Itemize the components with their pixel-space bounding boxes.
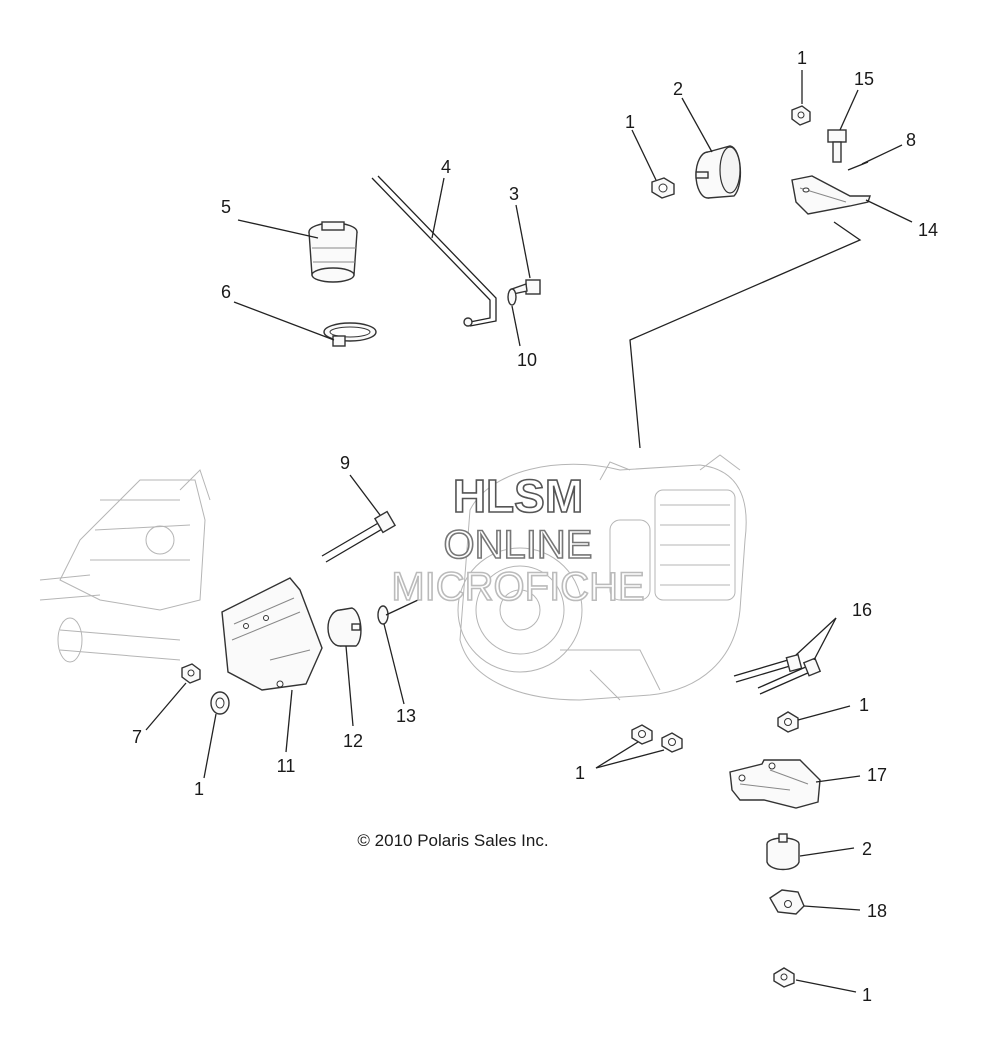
bracket-part-11 [221, 577, 323, 691]
callout-label: 3 [509, 184, 519, 204]
nut-part [210, 691, 230, 715]
frame-illustration [39, 469, 211, 663]
watermark-line-3: MICROFICHE [391, 565, 644, 609]
nut-part [777, 711, 799, 733]
nut-part [631, 724, 653, 745]
callout-label: 5 [221, 197, 231, 217]
connector-line [629, 221, 862, 449]
bolts-part-16 [733, 653, 822, 695]
callout-label: 18 [867, 901, 887, 921]
callout-label: 1 [797, 48, 807, 68]
nut-part [651, 177, 675, 199]
callout-label: 1 [194, 779, 204, 799]
nut-part [773, 967, 795, 988]
callout-label: 1 [575, 763, 585, 783]
bolt-part-15 [827, 129, 847, 163]
washer-part-10 [507, 288, 517, 306]
engine-illustration [457, 454, 747, 701]
callout-label: 10 [517, 350, 537, 370]
clamp-part [323, 322, 377, 347]
callout-label: 2 [673, 79, 683, 99]
bracket-part-17 [729, 759, 821, 809]
callout-label: 12 [343, 731, 363, 751]
callout-label: 9 [340, 453, 350, 473]
bracket-part-14 [791, 175, 871, 215]
callout-label: 1 [862, 985, 872, 1005]
bolt-part-3 [511, 279, 541, 295]
callout-label: 4 [441, 157, 451, 177]
rod-part [371, 175, 497, 327]
mount-part-bottom [766, 833, 800, 871]
washer-part-13 [377, 605, 389, 625]
nut-part-7 [181, 663, 201, 684]
plate-part-18 [769, 889, 805, 915]
watermark-line-1: HLSM [453, 470, 583, 522]
boot-part [308, 221, 358, 283]
long-bolt-part [321, 510, 397, 563]
callout-label: 1 [859, 695, 869, 715]
watermark-line-2: ONLINE [444, 523, 593, 567]
nut-part [791, 105, 811, 126]
callout-label: 13 [396, 706, 416, 726]
callout-label: 8 [906, 130, 916, 150]
watermark: HLSM ONLINE MICROFICHE [391, 469, 646, 610]
callout-label: 16 [852, 600, 872, 620]
mount-part-12 [327, 607, 362, 647]
callout-label: 2 [862, 839, 872, 859]
callout-label: 14 [918, 220, 938, 240]
callout-label: 6 [221, 282, 231, 302]
leader-lines [145, 70, 913, 993]
callout-label: 1 [625, 112, 635, 132]
mount-part-top [695, 145, 742, 199]
callout-label: 17 [867, 765, 887, 785]
nut-part [661, 732, 683, 753]
callout-labels: 1 2 1 15 8 14 4 3 5 6 10 9 16 1 7 11 12 … [132, 48, 938, 1005]
copyright-text: © 2010 Polaris Sales Inc. [357, 831, 548, 850]
callout-label: 11 [277, 756, 296, 776]
callout-label: 15 [854, 69, 874, 89]
callout-label: 7 [132, 727, 142, 747]
